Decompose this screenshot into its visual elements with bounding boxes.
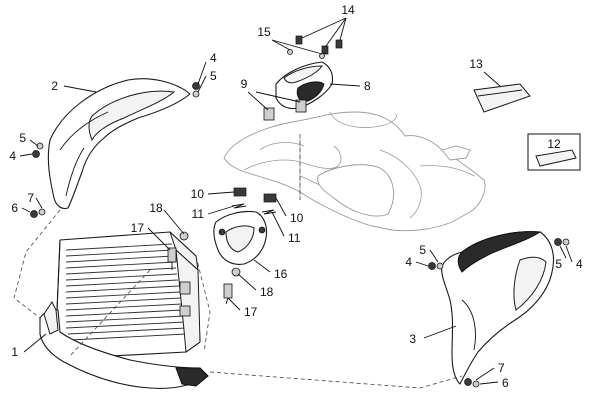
- callout-16: 16: [274, 267, 288, 281]
- spring-11: [231, 203, 277, 215]
- damper-10: [233, 187, 277, 203]
- lower-spoiler: [39, 301, 209, 389]
- callout-11-left: 11: [192, 207, 205, 221]
- screw-washer-left-bottom: [30, 208, 46, 218]
- callout-18-right: 18: [260, 285, 274, 299]
- callout-4-right-outer: 4: [576, 257, 583, 271]
- callout-18-left: 18: [149, 201, 163, 215]
- radiator: [55, 231, 201, 359]
- screw-washer-right-outer: [554, 238, 570, 246]
- callout-5-right-outer: 5: [555, 257, 562, 271]
- screw-washer-left-mid: [32, 142, 44, 158]
- screw-washer-left-top: [192, 82, 200, 98]
- callout-14: 14: [341, 3, 355, 17]
- callout-5-left-mid: 5: [19, 131, 26, 145]
- callout-leaders: [19, 17, 573, 385]
- callout-9: 9: [241, 77, 248, 91]
- screw-washer-right-inner: [428, 262, 444, 270]
- callout-12: 12: [547, 137, 561, 151]
- callout-5-right-inner: 5: [419, 243, 426, 257]
- callout-6-left: 6: [11, 201, 18, 215]
- callout-10-right: 10: [290, 211, 304, 225]
- callout-13: 13: [469, 57, 483, 71]
- callout-3: 3: [409, 332, 416, 346]
- callout-17-left: 17: [131, 221, 145, 235]
- callout-4-left-top: 4: [210, 51, 217, 65]
- left-upper-fairing: [47, 78, 191, 210]
- callout-1: 1: [11, 345, 18, 359]
- bolt-17: [167, 247, 233, 305]
- grommet-9: [263, 99, 307, 121]
- callout-5-left-top: 5: [210, 69, 217, 83]
- callout-10-left: 10: [191, 187, 205, 201]
- sticker-box: [527, 133, 581, 171]
- hardware: [30, 35, 570, 388]
- bracket-plate: [213, 210, 268, 265]
- callout-4-left-mid: 4: [9, 149, 16, 163]
- tank-cover-body: [223, 111, 486, 232]
- storage-insert: [473, 83, 531, 113]
- callout-6-right: 6: [502, 376, 509, 390]
- assembly-guide-lines: [13, 134, 463, 389]
- callout-11-right: 11: [288, 231, 301, 245]
- callout-7-left: 7: [27, 191, 34, 205]
- screw-14: [295, 35, 343, 55]
- screw-washer-right-bottom: [464, 378, 480, 388]
- callout-15: 15: [257, 25, 271, 39]
- callout-8: 8: [364, 79, 371, 93]
- clip-15: [287, 49, 325, 59]
- callout-17-right: 17: [244, 305, 258, 319]
- callout-4-right-inner: 4: [405, 255, 412, 269]
- callout-7-right: 7: [498, 361, 505, 375]
- upper-cover-piece: [275, 61, 334, 110]
- right-side-fairing: [441, 231, 555, 385]
- callout-2: 2: [51, 79, 58, 93]
- callout-numbers: 2 1 3 8 9 14 15 13 12 16 10 10 11 11 17 …: [9, 3, 583, 390]
- radiator-fins: [65, 243, 187, 341]
